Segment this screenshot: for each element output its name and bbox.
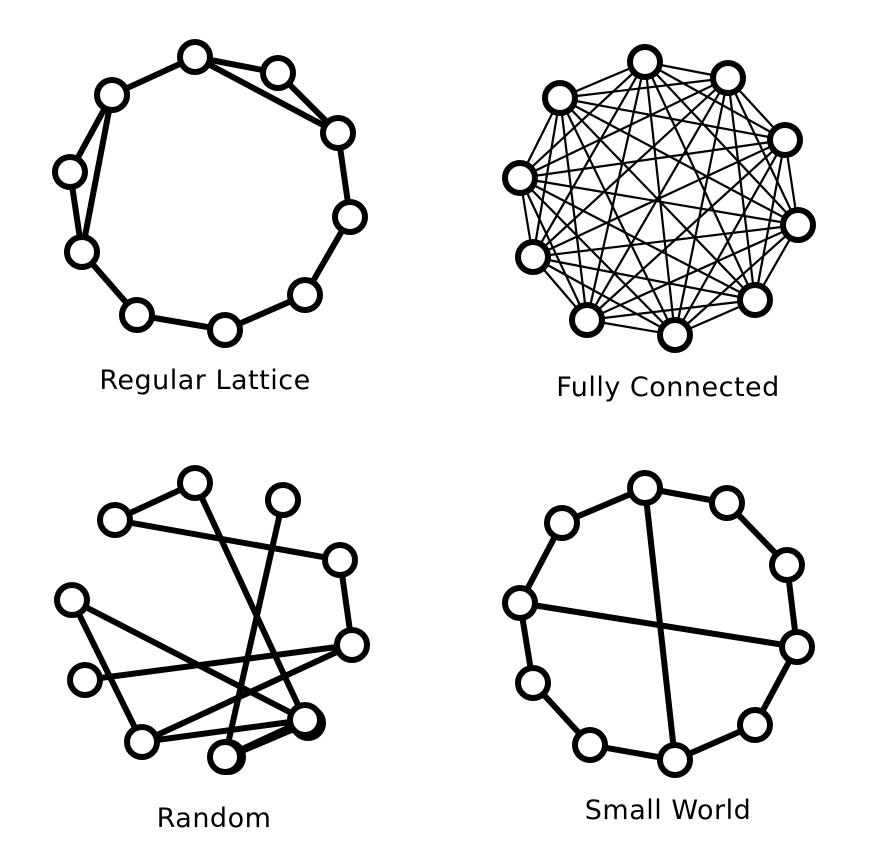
random-edge (69, 597, 145, 745)
fully-connected-node (767, 122, 803, 158)
small-world-node (779, 629, 815, 665)
fully-connected-edge (558, 96, 800, 227)
fully-connected-edge (518, 138, 787, 180)
regular-lattice-label: Regular Lattice (99, 365, 311, 396)
regular-lattice-node (94, 77, 130, 113)
fully-connected-edge (531, 255, 677, 337)
random-node (207, 739, 243, 775)
small-world-node (502, 585, 538, 621)
fully-connected-edge (518, 76, 730, 180)
fully-connected-edge (531, 96, 562, 259)
random-edge (69, 597, 308, 723)
small-world-node (737, 707, 773, 743)
fully-connected-edge (643, 60, 757, 302)
random-graph (54, 465, 370, 775)
small-world-graph (502, 470, 815, 778)
fully-connected-edge (531, 255, 757, 302)
random-label: Random (156, 803, 272, 834)
fully-connected-node (569, 302, 605, 338)
small-world-node (627, 470, 663, 506)
regular-lattice-node (119, 297, 155, 333)
fully-connected-node (627, 44, 663, 80)
small-world-node (544, 505, 580, 541)
regular-lattice-edge (79, 92, 115, 255)
regular-lattice-node (207, 312, 243, 348)
random-edge (82, 642, 355, 683)
fully-connected-edge (585, 298, 757, 322)
fully-connected-edge (531, 138, 787, 259)
small-world-node (572, 727, 608, 763)
fully-connected-edge (531, 76, 730, 259)
fully-connected-edge (726, 76, 800, 227)
random-edge (192, 480, 308, 723)
fully-connected-graph (502, 44, 816, 353)
fully-connected-edge (585, 223, 800, 322)
regular-lattice-graph (52, 39, 368, 348)
random-edge (139, 717, 308, 745)
small-world-edge (517, 600, 800, 650)
random-node (54, 582, 90, 618)
fully-connected-node (542, 80, 578, 116)
fully-connected-edge (531, 223, 800, 259)
fully-connected-edge (726, 76, 757, 302)
fully-connected-edge (518, 176, 589, 322)
fully-connected-node (737, 282, 773, 318)
fully-connected-node (710, 60, 746, 96)
random-node (322, 542, 358, 578)
regular-lattice-node (320, 115, 356, 151)
fully-connected-edge (558, 96, 677, 337)
fully-connected-edge (558, 96, 589, 322)
fully-connected-edge (558, 96, 757, 302)
regular-lattice-node (287, 277, 323, 313)
small-world-node (515, 665, 551, 701)
fully-connected-edge (518, 176, 757, 302)
fully-connected-edge (643, 60, 800, 227)
fully-connected-label: Fully Connected (556, 372, 780, 403)
regular-lattice-node (52, 154, 88, 190)
fully-connected-edge (673, 138, 787, 337)
small-world-label: Small World (584, 795, 752, 826)
fully-connected-edge (585, 60, 647, 322)
fully-connected-edge (558, 96, 787, 142)
random-node (177, 465, 213, 501)
regular-lattice-edge (192, 54, 341, 136)
random-node (287, 702, 323, 738)
fully-connected-edge (558, 76, 730, 100)
random-node (67, 662, 103, 698)
random-node (265, 482, 301, 518)
small-world-node (657, 742, 693, 778)
fully-connected-node (657, 317, 693, 353)
fully-connected-edge (673, 76, 730, 337)
regular-lattice-node (177, 39, 213, 75)
random-edge (222, 497, 286, 760)
small-world-node (769, 547, 805, 583)
fully-connected-node (502, 160, 538, 196)
small-world-node (709, 485, 745, 521)
fully-connected-edge (518, 176, 677, 337)
regular-lattice-node (64, 234, 100, 270)
regular-lattice-node (332, 199, 368, 235)
random-node (124, 724, 160, 760)
random-node (334, 627, 370, 663)
fully-connected-node (780, 207, 816, 243)
random-node (97, 502, 133, 538)
random-edge (112, 517, 343, 563)
regular-lattice-node (260, 55, 296, 91)
fully-connected-node (515, 239, 551, 275)
